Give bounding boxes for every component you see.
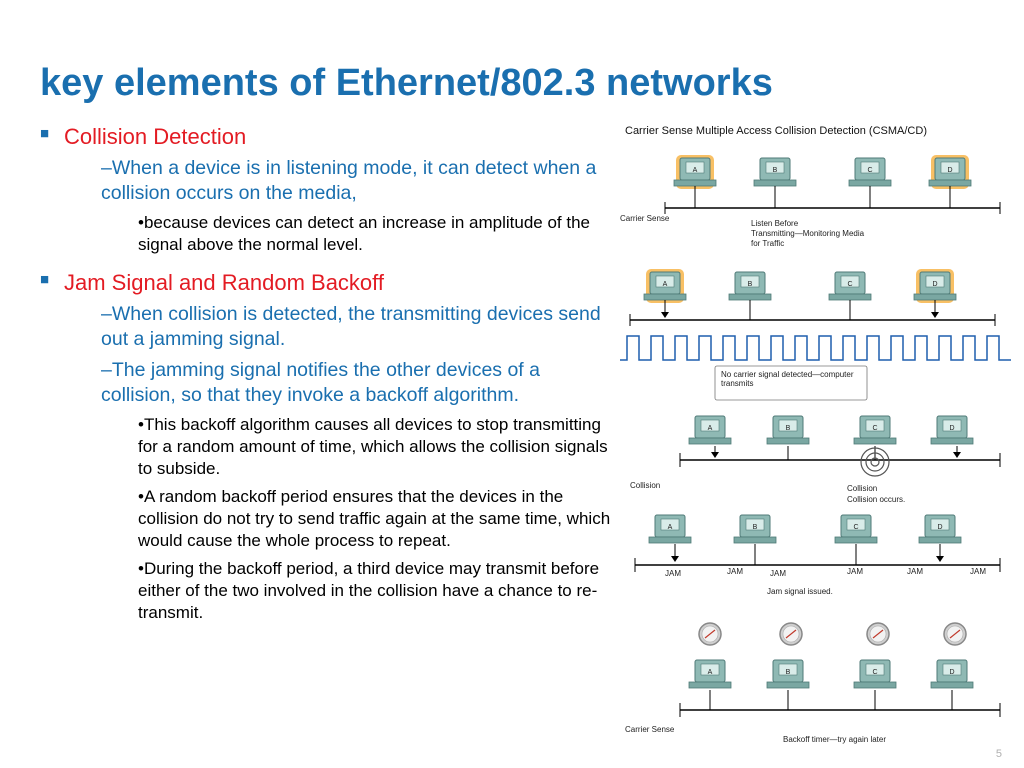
bullet-jam-signal: ■ Jam Signal and Random Backoff [40, 270, 620, 296]
sub-bullet: –When a device is in listening mode, it … [101, 157, 597, 204]
device-label-a: A [708, 425, 713, 432]
collision-occurs-label: Collision occurs. [847, 495, 905, 504]
carrier-sense-bottom-label: Carrier Sense [625, 725, 675, 734]
no-carrier-line1: No carrier signal detected—computer [721, 370, 854, 379]
device-label-c: C [853, 524, 858, 531]
device-label-d: D [947, 167, 952, 174]
slide-title: key elements of Ethernet/802.3 networks [40, 62, 773, 104]
device-label-d: D [949, 425, 954, 432]
row-collision: A B C D Collision Collision Collision oc… [630, 415, 1001, 504]
jam-label: JAM [907, 567, 923, 576]
device-label-c: C [872, 669, 877, 676]
bullet-list: ■ Collision Detection –When a device is … [40, 124, 620, 624]
jam-label: JAM [727, 567, 743, 576]
sub-bullet: –The jamming signal notifies the other d… [101, 359, 540, 406]
device-label-b: B [748, 281, 753, 288]
sub-sub-bullet: •because devices can detect an increase … [138, 213, 591, 254]
jam-label: JAM [665, 569, 681, 578]
sub-bullet: –When collision is detected, the transmi… [101, 303, 601, 350]
sub-sub-bullet: •A random backoff period ensures that th… [138, 487, 611, 550]
bullet-heading: Collision Detection [64, 124, 247, 149]
square-bullet-icon: ■ [40, 271, 50, 288]
device-label-d: D [949, 669, 954, 676]
page-number: 5 [995, 748, 1002, 760]
jam-label: JAM [770, 569, 786, 578]
listen-line1: Listen Before [751, 219, 799, 228]
bullet-collision-detection: ■ Collision Detection [40, 124, 620, 150]
device-label-a: A [663, 281, 668, 288]
square-bullet-icon: ■ [40, 125, 50, 142]
device-label-c: C [847, 281, 852, 288]
jam-label: JAM [847, 567, 863, 576]
row-carrier-sense: A B C D Carrier Sense Listen Before Tran… [620, 155, 1001, 248]
collision-label: Collision [630, 481, 660, 490]
row-transmit: A B C D No carrier signal detected—compu… [620, 269, 1011, 401]
backoff-timer-label: Backoff timer—try again later [783, 735, 886, 744]
listen-line3: for Traffic [751, 239, 784, 248]
bullet-heading: Jam Signal and Random Backoff [64, 270, 384, 295]
jam-label: JAM [970, 567, 986, 576]
device-label-d: D [932, 281, 937, 288]
device-label-b: B [773, 167, 778, 174]
jam-issued-label: Jam signal issued. [767, 587, 833, 596]
sub-sub-bullet: •This backoff algorithm causes all devic… [138, 415, 608, 478]
sub-sub-bullet: •During the backoff period, a third devi… [138, 559, 600, 622]
device-label-a: A [693, 167, 698, 174]
no-carrier-line2: transmits [721, 379, 753, 388]
csma-cd-diagram: Carrier Sense Multiple Access Collision … [620, 125, 1011, 744]
device-label-c: C [867, 167, 872, 174]
device-label-b: B [786, 669, 791, 676]
collision-center-label: Collision [847, 484, 877, 493]
row-backoff: A B C D Carrier Sense Backoff timer—try … [625, 622, 1001, 744]
device-label-d: D [937, 524, 942, 531]
carrier-sense-label: Carrier Sense [620, 214, 670, 223]
listen-line2: Transmitting—Monitoring Media [751, 229, 865, 238]
device-label-a: A [668, 524, 673, 531]
device-label-a: A [708, 669, 713, 676]
device-label-b: B [753, 524, 758, 531]
row-jam: A B C D JAM JAM JAM JAM JAM JAM Jam sign… [634, 514, 1001, 596]
device-label-c: C [872, 425, 877, 432]
diagram-title: Carrier Sense Multiple Access Collision … [625, 125, 927, 137]
device-label-b: B [786, 425, 791, 432]
